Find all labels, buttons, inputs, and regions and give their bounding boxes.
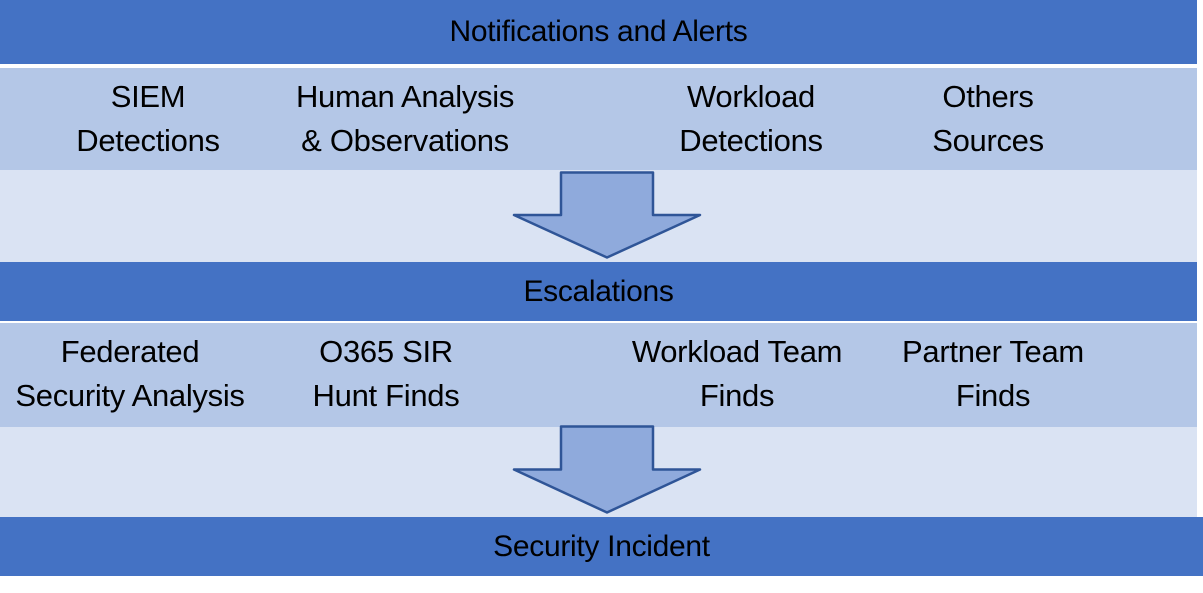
down-arrow-icon xyxy=(512,425,702,514)
down-arrow-icon xyxy=(512,171,702,259)
source-others-sources: Others Sources xyxy=(932,79,1044,158)
escalations-title: Escalations xyxy=(523,274,674,308)
source-federated-security-analysis: Federated Security Analysis xyxy=(15,334,245,413)
source-human-analysis-observations: Human Analysis & Observations xyxy=(295,79,515,158)
source-workload-detections: Workload Detections xyxy=(679,79,823,158)
security-incident-header: Security Incident xyxy=(0,517,1203,576)
escalations-sources-row: Federated Security Analysis O365 SIR Hun… xyxy=(0,323,1197,427)
security-incident-title: Security Incident xyxy=(493,529,710,563)
notifications-sources-row: SIEM Detections Human Analysis & Observa… xyxy=(0,68,1197,170)
escalations-header: Escalations xyxy=(0,262,1197,321)
notifications-and-alerts-header: Notifications and Alerts xyxy=(0,0,1197,64)
source-workload-team-finds: Workload Team Finds xyxy=(631,334,843,413)
notifications-and-alerts-title: Notifications and Alerts xyxy=(449,15,748,48)
source-o365-sir-hunt-finds: O365 SIR Hunt Finds xyxy=(312,334,460,413)
source-partner-team-finds: Partner Team Finds xyxy=(902,334,1084,413)
source-siem-detections: SIEM Detections xyxy=(76,79,220,158)
